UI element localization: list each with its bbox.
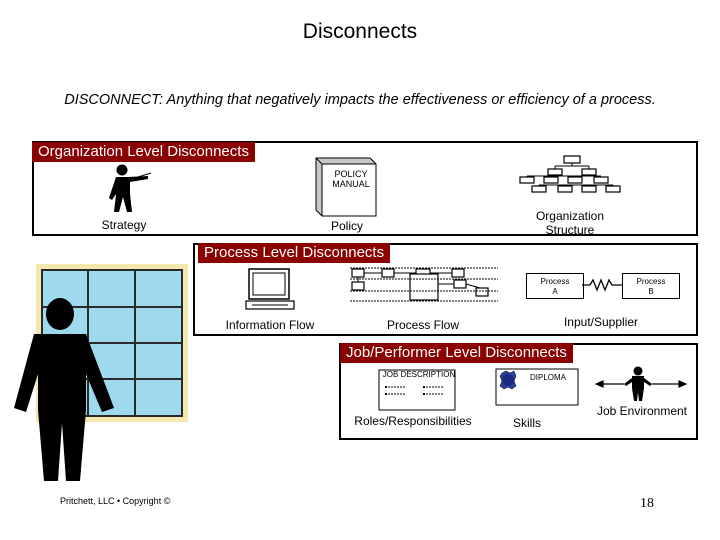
policy-manual-icon	[315, 157, 377, 217]
job-environment-label: Job Environment	[596, 404, 688, 418]
job-description-document-icon	[378, 369, 456, 411]
disconnect-definition: DISCONNECT: Anything that negatively imp…	[64, 92, 656, 108]
standing-person-icon	[14, 298, 114, 481]
process-flow-diagram	[350, 267, 498, 302]
roles-responsibilities-label: Roles/Responsibilities	[354, 414, 472, 428]
policy-label: Policy	[330, 219, 363, 233]
page-number: 18	[640, 496, 654, 511]
job-description-text: JOB DESCRIPTION	[382, 370, 456, 379]
process-b-label: Process B	[636, 277, 666, 296]
process-a-box	[526, 273, 584, 299]
environment-person-icon	[594, 366, 688, 401]
process-flow-label: Process Flow	[386, 318, 460, 332]
strategy-label: Strategy	[101, 218, 147, 232]
policy-manual-text: POLICY MANUAL	[332, 169, 370, 189]
zigzag-connector	[582, 278, 622, 292]
window-illustration	[36, 264, 188, 422]
org-chart-icon	[519, 155, 621, 193]
skills-label: Skills	[512, 416, 541, 430]
process-b-box	[622, 273, 680, 299]
page-title: Disconnects	[302, 20, 418, 43]
pointing-person-icon	[109, 164, 152, 212]
organization-level-banner: Organization Level Disconnects	[32, 142, 255, 162]
information-flow-label: Information Flow	[225, 318, 315, 332]
process-a-label: Process A	[540, 277, 570, 296]
job-level-banner: Job/Performer Level Disconnects	[340, 343, 573, 363]
diploma-icon	[495, 368, 579, 406]
diploma-text: DIPLOMA	[529, 373, 566, 382]
computer-icon	[245, 268, 295, 310]
input-supplier-label: Input/Supplier	[563, 315, 639, 329]
process-level-banner: Process Level Disconnects	[198, 243, 391, 263]
copyright-footer: Pritchett, LLC • Copyright ©	[60, 496, 171, 506]
organization-structure-label: Organization Structure	[535, 209, 605, 237]
